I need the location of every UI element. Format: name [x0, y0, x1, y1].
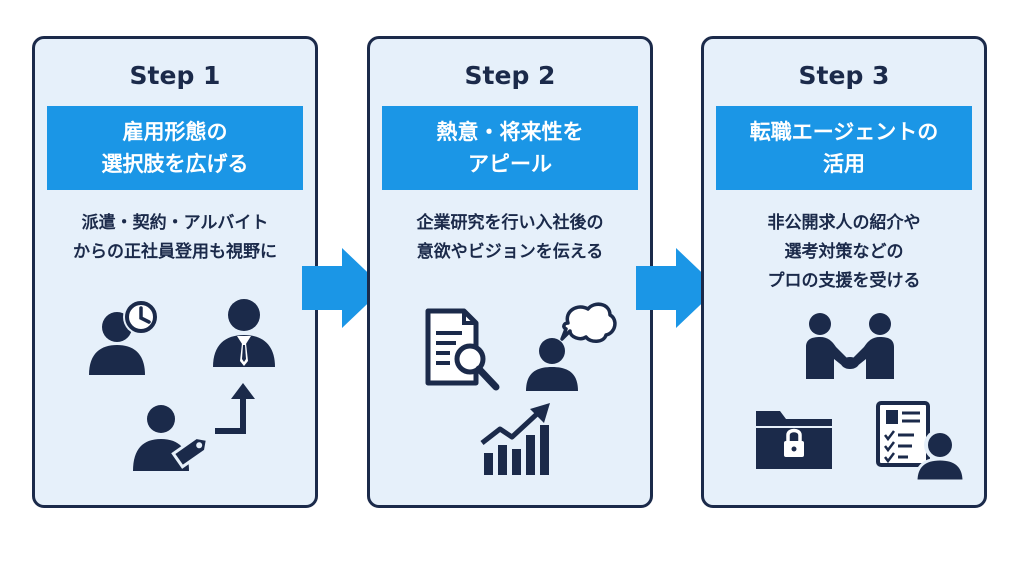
step-1-banner-line-1: 雇用形態の — [122, 120, 228, 144]
growth-chart-icon — [480, 403, 550, 475]
step-3-title: Step 3 — [798, 61, 890, 90]
step-2-card: Step 2 熱意・将来性を アピール 企業研究を行い入社後の 意欲やビジョンを… — [367, 36, 653, 508]
step-3-card: Step 3 転職エージェントの 活用 非公開求人の紹介や 選考対策などの プロ… — [701, 36, 987, 508]
step-1-card: Step 1 雇用形態の 選択肢を広げる 派遣・契約・アルバイト からの正社員登… — [32, 36, 318, 508]
step-1-title: Step 1 — [129, 61, 221, 90]
businessman-icon — [213, 299, 275, 367]
step-3-description-line-1: 非公開求人の紹介や — [767, 213, 921, 233]
step-2-title: Step 2 — [464, 61, 556, 90]
step-3-description: 非公開求人の紹介や 選考対策などの プロの支援を受ける — [710, 209, 978, 296]
step-1-to-2-arrow — [302, 248, 384, 328]
step-3-description-line-3: プロの支援を受ける — [767, 271, 921, 291]
locked-folder-icon — [756, 411, 832, 469]
step-2-description-line-2: 意欲やビジョンを伝える — [416, 242, 604, 262]
step-1-description: 派遣・契約・アルバイト からの正社員登用も視野に — [41, 209, 309, 267]
step-1-banner-line-2: 選択肢を広げる — [101, 152, 249, 176]
step-3-banner-line-1: 転職エージェントの — [749, 120, 939, 144]
step-3-banner: 転職エージェントの 活用 — [716, 106, 972, 190]
person-speech-bubble-icon — [526, 302, 617, 391]
person-clock-icon — [89, 299, 159, 375]
step-2-banner: 熱意・将来性を アピール — [382, 106, 638, 190]
step-1-banner: 雇用形態の 選択肢を広げる — [47, 106, 303, 190]
up-arrow-icon — [215, 383, 255, 434]
step-3-description-line-2: 選考対策などの — [784, 242, 904, 262]
step-1-description-line-1: 派遣・契約・アルバイト — [81, 213, 269, 233]
document-search-icon — [425, 308, 500, 391]
step-3-banner-line-2: 活用 — [823, 152, 865, 176]
step-2-description: 企業研究を行い入社後の 意欲やビジョンを伝える — [376, 209, 644, 267]
step-2-to-3-arrow — [636, 248, 718, 328]
step-2-banner-line-1: 熱意・将来性を — [436, 120, 584, 144]
person-tag-icon — [133, 405, 210, 471]
handshake-icon — [806, 313, 894, 379]
profile-checklist-icon — [876, 401, 964, 481]
step-1-description-line-2: からの正社員登用も視野に — [73, 242, 277, 262]
step-2-description-line-1: 企業研究を行い入社後の — [416, 213, 604, 233]
step-2-banner-line-2: アピール — [468, 152, 552, 176]
